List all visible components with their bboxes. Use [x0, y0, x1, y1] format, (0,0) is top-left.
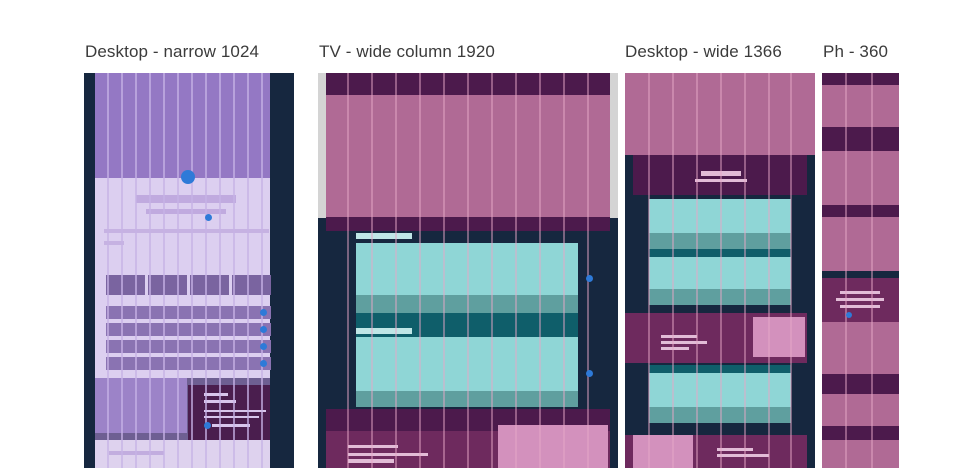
feature-image	[753, 317, 805, 357]
text-placeholder	[212, 424, 250, 427]
marker-dot	[260, 360, 267, 367]
hero-section	[95, 73, 270, 178]
column-grid-overlay	[648, 73, 792, 468]
text-placeholder	[661, 347, 689, 350]
teal-block-footer	[356, 295, 578, 313]
content-block	[822, 394, 899, 426]
column-grid-overlay	[347, 73, 589, 468]
marker-dot	[260, 326, 267, 333]
left-gutter	[318, 73, 326, 218]
text-placeholder	[348, 445, 398, 448]
teal-block-footer	[649, 407, 791, 423]
frame-title-desktop-wide: Desktop - wide 1366	[625, 42, 782, 61]
teal-block-footer	[649, 233, 791, 249]
frame-tv-wide	[318, 73, 618, 468]
section-bar	[822, 127, 899, 151]
text-placeholder	[348, 459, 394, 463]
footer-image	[633, 435, 693, 468]
frame-phone	[822, 73, 899, 468]
text-placeholder	[661, 341, 707, 344]
section-bar	[822, 426, 899, 440]
text-placeholder	[204, 393, 228, 396]
teal-divider	[649, 365, 791, 373]
text-placeholder	[348, 453, 428, 456]
text-placeholder	[204, 416, 259, 418]
hero-section	[625, 73, 815, 155]
list-row	[106, 357, 271, 370]
list-row	[106, 323, 271, 336]
text-placeholder	[661, 335, 697, 338]
content-block	[822, 322, 899, 374]
text-placeholder	[717, 448, 753, 451]
text-placeholder	[136, 195, 236, 203]
label-placeholder	[356, 233, 412, 239]
feature-text-panel	[188, 385, 270, 440]
frame-title-tv-wide: TV - wide column 1920	[319, 42, 495, 61]
marker-dot	[204, 422, 211, 429]
text-placeholder	[717, 454, 769, 457]
teal-block-footer	[356, 391, 578, 407]
marker-dot	[586, 370, 593, 377]
text-placeholder	[104, 241, 124, 245]
list-row	[106, 306, 271, 319]
frame-title-desktop-narrow: Desktop - narrow 1024	[85, 42, 260, 61]
marker-dot	[260, 343, 267, 350]
marker-dot	[846, 312, 852, 318]
text-placeholder	[104, 229, 269, 233]
feature-image	[95, 378, 187, 433]
marker-dot	[205, 214, 212, 221]
content-block	[822, 440, 899, 468]
header-bar	[822, 73, 899, 85]
text-placeholder	[840, 305, 880, 308]
teal-divider	[649, 249, 791, 257]
frame-desktop-narrow	[84, 73, 294, 468]
marker-dot	[181, 170, 195, 184]
column-grid-overlay	[107, 73, 263, 468]
section-bar	[822, 374, 899, 394]
frame-title-phone: Ph - 360	[823, 42, 889, 61]
text-placeholder	[204, 410, 266, 412]
frame-desktop-wide	[625, 73, 815, 468]
content-block	[822, 217, 899, 271]
list-row	[106, 340, 271, 353]
column-grid-overlay	[845, 73, 873, 468]
label-placeholder	[356, 328, 412, 334]
teal-block-footer	[649, 289, 791, 305]
hero-section	[822, 85, 899, 127]
marker-dot	[586, 275, 593, 282]
text-placeholder	[840, 291, 880, 294]
content-block	[822, 151, 899, 205]
text-placeholder	[836, 298, 884, 301]
marker-dot	[260, 309, 267, 316]
section-bar	[822, 205, 899, 217]
text-placeholder	[146, 209, 226, 214]
right-gutter	[610, 73, 618, 218]
